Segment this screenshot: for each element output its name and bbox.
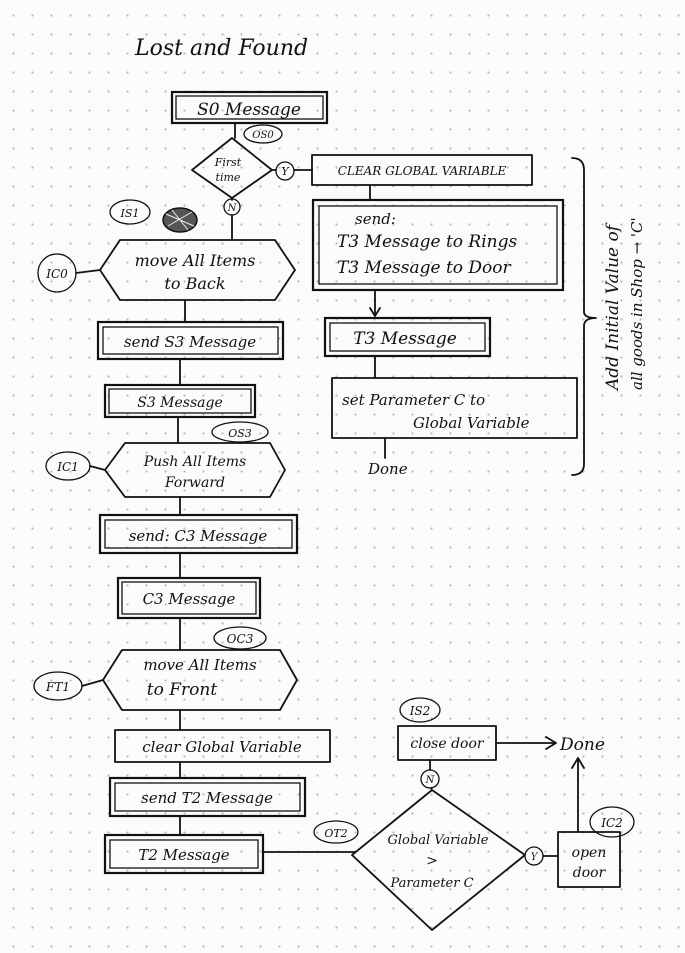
tag-no-2-label: N (425, 775, 436, 786)
s0-message-box (170, 90, 329, 125)
t2-message-box (103, 833, 265, 875)
compare-label-3: Parameter C (389, 876, 473, 891)
tag-yes-1-label: Y (281, 165, 290, 178)
tag-is2 (399, 697, 441, 723)
tag-os0 (243, 124, 283, 144)
tag-ft1-label: FT1 (45, 680, 70, 694)
send-s3-box (96, 320, 285, 361)
s0-message-label: S0 Message (197, 100, 301, 120)
tag-os3 (211, 421, 269, 443)
t3-door-label: T3 Message to Door (337, 258, 512, 278)
side-note: Add Initial Value of all goods in Shop →… (603, 217, 646, 392)
send-c3-box (98, 513, 299, 555)
tag-no-1-label: N (227, 203, 238, 214)
close-door-label: close door (410, 736, 484, 752)
tag-oc3-label: OC3 (227, 632, 254, 646)
tag-ic0-label: IC0 (45, 267, 68, 281)
init-bracket (571, 157, 597, 476)
c3-message-box (116, 576, 262, 620)
clear-global-variable-box (114, 729, 331, 763)
side-note-line-2: all goods in Shop → 'C' (628, 217, 646, 390)
compare-label-1: Global Variable (388, 833, 489, 848)
t3-message-box (323, 316, 492, 358)
send-s3-label: send S3 Message (124, 333, 256, 351)
push-forward-label-2: Forward (164, 475, 225, 491)
page-title: Lost and Found (134, 36, 308, 61)
clear-global-variable-label: clear Global Variable (142, 738, 302, 756)
tag-is1-label: IS1 (120, 207, 140, 220)
move-back-label-1: move All Items (135, 251, 256, 270)
tag-yes-2-label: Y (531, 852, 539, 863)
first-time-label-1: First (214, 156, 242, 169)
c3-message-label: C3 Message (143, 590, 236, 608)
push-items-forward-step (104, 442, 286, 498)
move-front-label-2: to Front (147, 680, 218, 700)
open-door-label-2: door (573, 865, 607, 881)
set-parameter-label-1: set Parameter C to (342, 391, 485, 409)
tag-is1 (109, 199, 151, 225)
set-parameter-label-2: Global Variable (413, 414, 530, 432)
send-c3-label: send: C3 Message (129, 527, 268, 545)
clear-global-variable-init-label: CLEAR GLOBAL VARIABLE (338, 164, 507, 178)
tag-os0-label: OS0 (252, 130, 274, 141)
open-door-label-1: open (572, 845, 607, 861)
set-parameter-c-box (331, 377, 578, 439)
done-label-right: Done (367, 460, 408, 478)
tag-oc3 (213, 626, 267, 650)
move-items-front-step (102, 649, 298, 711)
s3-message-box (103, 383, 257, 419)
move-items-back-step (99, 239, 296, 301)
first-time-label-2: time (216, 171, 241, 184)
send-t3-box (311, 198, 565, 292)
tag-ic2-label: IC2 (600, 816, 623, 830)
t3-message-label: T3 Message (353, 329, 457, 349)
send-t2-box (108, 776, 307, 818)
send-t3-label: send: (355, 210, 396, 228)
tag-ot2-label: OT2 (324, 827, 347, 840)
open-door-box (557, 831, 621, 888)
done-label-bottom: Done (559, 735, 605, 755)
tag-ic1-label: IC1 (56, 460, 79, 474)
send-t2-label: send T2 Message (141, 789, 273, 807)
compare-decision (351, 789, 526, 931)
push-forward-label-1: Push All Items (143, 454, 247, 470)
s3-message-label: S3 Message (137, 395, 223, 411)
tag-ot2 (313, 820, 359, 844)
tag-is2-label: IS2 (409, 704, 431, 718)
t3-rings-label: T3 Message to Rings (337, 232, 517, 252)
tag-os3-label: OS3 (228, 427, 252, 440)
tag-yes-1 (275, 161, 295, 181)
tag-ic2 (589, 806, 635, 838)
side-note-line-1: Add Initial Value of (603, 222, 623, 392)
clear-global-variable-init-box (311, 154, 533, 186)
t2-message-label: T2 Message (138, 846, 229, 864)
move-back-label-2: to Back (164, 274, 225, 293)
compare-label-2: > (426, 853, 438, 869)
move-front-label-1: move All Items (143, 656, 257, 674)
